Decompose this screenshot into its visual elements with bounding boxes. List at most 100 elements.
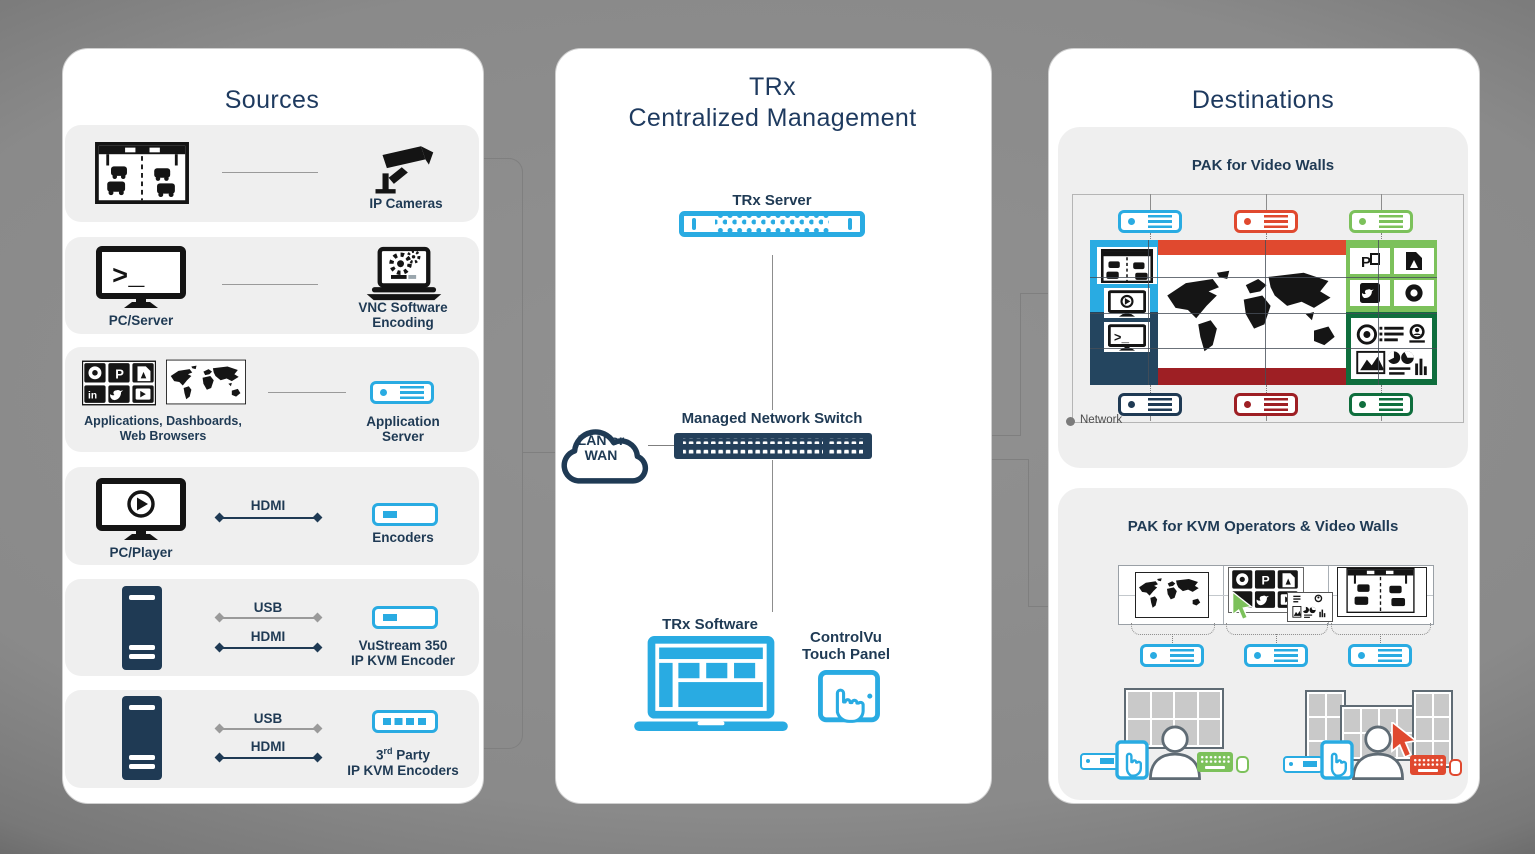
pak-tick bbox=[1381, 194, 1382, 210]
operator1-keyboard-icon bbox=[1197, 752, 1233, 772]
green-cursor-icon bbox=[1232, 592, 1253, 620]
videowall-network-frame bbox=[1072, 194, 1464, 423]
row5-right-label-line2: IP KVM Encoder bbox=[350, 653, 456, 668]
row3-right-label-line2: Server bbox=[381, 429, 425, 444]
pak-device-darkred bbox=[1234, 393, 1298, 416]
wall-gridline bbox=[1090, 313, 1437, 314]
network-label: Network bbox=[1080, 414, 1123, 426]
bracket-to-cloud-line bbox=[522, 452, 556, 453]
row4-right-label: Encoders bbox=[372, 530, 434, 545]
svg-text:>_: >_ bbox=[1114, 330, 1130, 345]
controlvu-label: ControlVu Touch Panel bbox=[776, 629, 916, 663]
operator2-decoder bbox=[1283, 756, 1323, 773]
pdf-icon bbox=[1406, 252, 1422, 270]
pak-tick bbox=[1381, 416, 1382, 421]
row5-hdmi-line bbox=[222, 647, 316, 649]
pak-device-green bbox=[1349, 210, 1413, 233]
terminal-monitor-icon: >_ bbox=[96, 246, 186, 308]
sources-title: Sources bbox=[224, 86, 320, 114]
pak-dotted-link bbox=[1381, 233, 1382, 241]
cloud-label: LAN or WAN bbox=[556, 433, 646, 463]
row4-hdmi-label: HDMI bbox=[250, 498, 286, 513]
network-switch-icon bbox=[674, 433, 872, 459]
pak-tick bbox=[1150, 194, 1151, 210]
row5-right-label-line1: VuStream 350 bbox=[358, 638, 448, 653]
apps-grid-icon: P in bbox=[82, 360, 156, 406]
row5-usb-label: USB bbox=[253, 600, 283, 615]
row3-left-label-line1: Applications, Dashboards, bbox=[84, 414, 242, 428]
pak-dotted-link bbox=[1266, 385, 1267, 393]
traffic-feed-icon bbox=[1346, 568, 1415, 613]
strip-traffic-tile bbox=[1337, 567, 1427, 617]
pc-tower-icon bbox=[122, 696, 162, 780]
video-wall: >_ P bbox=[1090, 240, 1437, 385]
wall-zone-map bbox=[1158, 255, 1346, 368]
dashboard-icon bbox=[1292, 594, 1326, 618]
world-map-icon bbox=[1139, 578, 1201, 608]
world-map-tile-icon bbox=[166, 359, 246, 405]
management-title-line1: TRx bbox=[748, 73, 797, 101]
application-server-device bbox=[370, 381, 434, 404]
switch-software-line bbox=[772, 460, 773, 612]
trx-software-laptop-icon bbox=[634, 636, 788, 732]
wall-zone-red-bar bbox=[1158, 240, 1346, 255]
pak-tick bbox=[1266, 194, 1267, 210]
operator1-decoder bbox=[1080, 753, 1120, 770]
management-title-line2: Centralized Management bbox=[628, 104, 917, 132]
destinations-title: Destinations bbox=[1191, 86, 1335, 114]
row3-link-line bbox=[268, 392, 346, 393]
row5-usb-line bbox=[222, 617, 316, 619]
row6-hdmi-line bbox=[222, 757, 316, 759]
pak-device-cyan bbox=[1118, 210, 1182, 233]
wall-gridline bbox=[1265, 240, 1266, 385]
chrome-icon bbox=[1405, 284, 1423, 302]
ppt-icon: P bbox=[1361, 253, 1380, 271]
pak-device-red bbox=[1234, 210, 1298, 233]
svg-text:P: P bbox=[1262, 574, 1270, 588]
row2-right-label: VNC Software Encoding bbox=[343, 300, 463, 330]
vustream-device bbox=[372, 606, 438, 629]
wall-terminal-monitor-tile: >_ bbox=[1104, 322, 1150, 352]
switch-label: Managed Network Switch bbox=[681, 410, 863, 427]
operator2-mouse-icon bbox=[1449, 759, 1462, 776]
pak-device-cyan bbox=[1244, 644, 1308, 667]
row4-hdmi-line bbox=[222, 517, 316, 519]
svg-text:in: in bbox=[88, 391, 97, 402]
row2-right-label-line2: Encoding bbox=[372, 315, 434, 330]
pak-dotted-link bbox=[1150, 385, 1151, 393]
pak-device-cyan bbox=[1140, 644, 1204, 667]
pak-dotted-link bbox=[1266, 233, 1267, 241]
row1-link-line bbox=[222, 172, 318, 173]
row5-hdmi-label: HDMI bbox=[250, 629, 286, 644]
pak-tick bbox=[1150, 416, 1151, 421]
wall-chrome-tile bbox=[1394, 280, 1434, 306]
pak-dotted-link bbox=[1150, 233, 1151, 241]
lan-wan-cloud-icon bbox=[561, 429, 649, 484]
row3-right-label-line1: Application bbox=[366, 414, 440, 429]
third-party-device bbox=[372, 710, 438, 733]
vnc-laptop-icon bbox=[366, 246, 442, 301]
pak-dotted-link bbox=[1380, 634, 1381, 643]
trx-software-label: TRx Software bbox=[662, 616, 758, 633]
wall-gridline bbox=[1090, 277, 1437, 278]
row3-right-label: Application Server bbox=[343, 414, 463, 444]
trx-server-icon bbox=[679, 211, 865, 237]
pak-device-darkgreen bbox=[1349, 393, 1413, 416]
twitter-icon bbox=[1360, 283, 1380, 303]
row1-right-label: IP Cameras bbox=[369, 196, 443, 211]
encoders-device bbox=[372, 503, 438, 526]
row6-usb-label: USB bbox=[253, 711, 283, 726]
row4-left-label: PC/Player bbox=[109, 545, 173, 560]
wall-play-monitor-tile bbox=[1104, 288, 1150, 318]
connector-to-videowall bbox=[1020, 293, 1074, 436]
row6-right-label: 3rd Party IP KVM Encoders bbox=[333, 744, 473, 778]
red-cursor-icon bbox=[1391, 722, 1418, 758]
wall-zone-darkred-bar bbox=[1158, 368, 1346, 385]
cloud-label-line2: WAN bbox=[584, 447, 618, 463]
operator1-mouse-icon bbox=[1236, 756, 1249, 773]
trx-server-label: TRx Server bbox=[732, 192, 812, 209]
controlvu-label-line1: ControlVu bbox=[810, 629, 882, 646]
traffic-feed-icon bbox=[95, 142, 189, 204]
videowalls-card-title: PAK for Video Walls bbox=[1191, 157, 1335, 174]
